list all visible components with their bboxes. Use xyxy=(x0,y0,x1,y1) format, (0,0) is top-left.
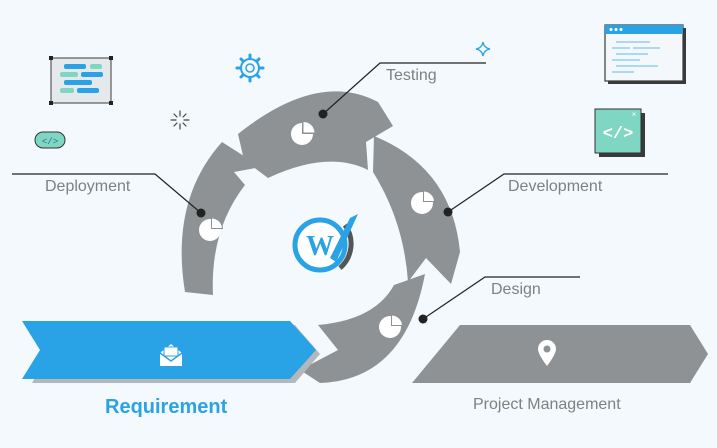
browser-window-icon xyxy=(604,24,686,84)
testing-leader-dot xyxy=(318,109,328,119)
testing-label: Testing xyxy=(386,67,437,84)
project-management-label: Project Management xyxy=(473,396,621,413)
development-leader-line xyxy=(447,173,668,213)
svg-text:</>: </> xyxy=(42,137,58,147)
project-management-banner xyxy=(412,325,708,383)
wireframe-card-icon xyxy=(49,56,113,105)
deployment-label: Deployment xyxy=(45,178,131,195)
testing-segment xyxy=(238,91,393,178)
testing-leader-line xyxy=(322,62,486,115)
deployment-segment xyxy=(181,142,261,295)
testing-pie-icon xyxy=(291,121,315,145)
design-segment xyxy=(300,274,425,383)
design-pie-icon xyxy=(379,314,404,338)
design-leader-line xyxy=(422,276,580,320)
svg-text:</>: </> xyxy=(603,125,634,144)
development-leader-dot xyxy=(443,207,453,217)
development-label: Development xyxy=(508,178,603,195)
design-leader-dot xyxy=(418,314,428,324)
sparkle-burst-icon xyxy=(170,110,190,130)
development-pie-icon xyxy=(411,190,436,214)
envelope-icon xyxy=(159,344,183,366)
svg-text:W: W xyxy=(306,231,334,262)
deployment-leader-line xyxy=(12,173,202,214)
svg-text:×: × xyxy=(632,110,637,119)
center-logo: W xyxy=(292,214,358,273)
requirement-label: Requirement xyxy=(105,396,228,418)
location-pin-icon xyxy=(538,340,556,366)
code-window-icon: </> × xyxy=(594,108,645,157)
star-sparkle-icon xyxy=(475,41,491,57)
deployment-leader-dot xyxy=(196,208,206,218)
design-label: Design xyxy=(491,281,541,298)
code-tag-pill-icon: </> xyxy=(34,131,66,149)
gear-icon xyxy=(235,53,265,83)
deployment-pie-icon xyxy=(199,217,224,241)
